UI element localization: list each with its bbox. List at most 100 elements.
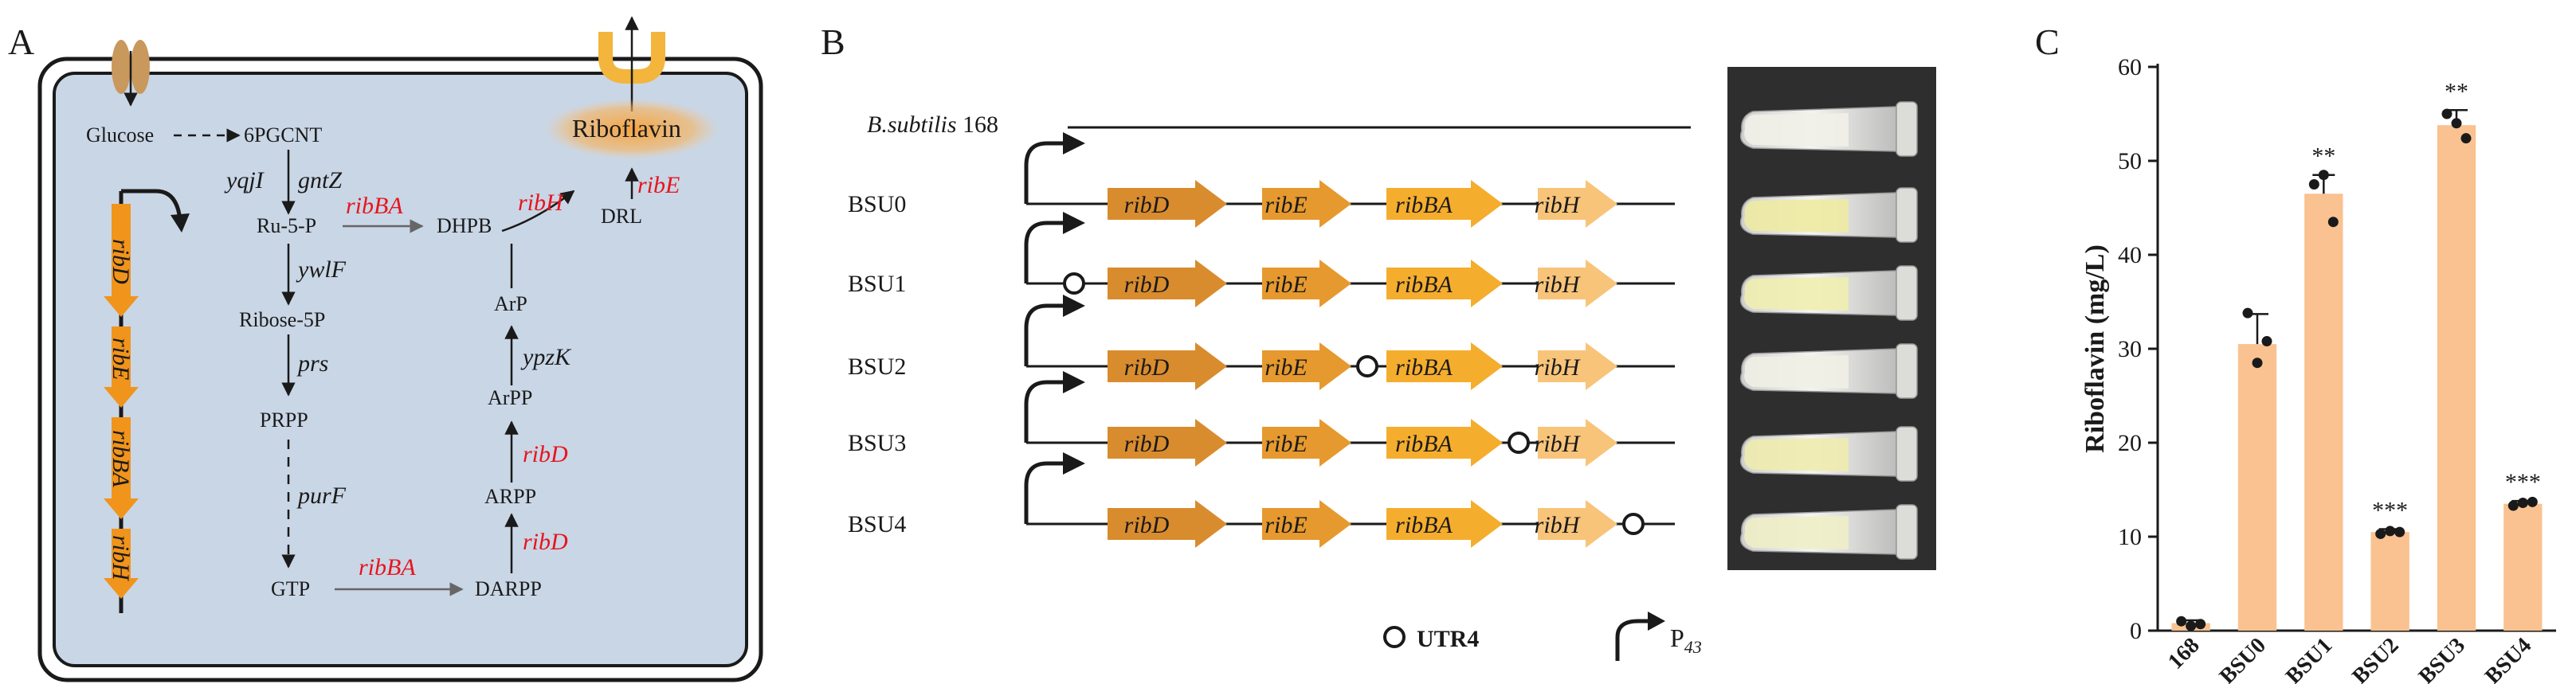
gene-arrow-ribD [1108, 260, 1227, 307]
gene-label-ribE: ribE [1264, 192, 1307, 218]
construct-label: BSU2 [848, 354, 906, 380]
tube-icon [1739, 187, 1918, 243]
y-axis-label: Riboflavin (mg/L) [2080, 244, 2110, 453]
promoter-icon [1024, 141, 1066, 204]
gene-label-ribBA: ribBA [1395, 512, 1453, 538]
data-point [2252, 358, 2263, 369]
utr4-icon [1356, 355, 1378, 377]
gene-label-ribD: ribD [1124, 192, 1170, 218]
svg-text:B.subtilis 168: B.subtilis 168 [867, 111, 998, 138]
gene-arrow-ribD [1108, 419, 1227, 467]
data-point [2517, 498, 2528, 509]
gene-arrow-ribBA [1386, 180, 1503, 228]
utr4-icon [1063, 272, 1085, 295]
y-tick-label: 50 [2118, 148, 2142, 174]
gene-arrow-ribE [1262, 419, 1351, 467]
strain-168-row: B.subtilis 168 [867, 111, 1691, 138]
enzyme-prs: prs [296, 350, 328, 377]
utr4-legend-icon [1383, 626, 1406, 648]
svg-text:P43: P43 [1670, 623, 1702, 657]
metabolite-gtp: GTP [271, 577, 310, 600]
panel-b-label: B [821, 21, 845, 62]
gene-label-ribBA: ribBA [1395, 272, 1453, 298]
gene-arrow-ribBA [1386, 419, 1503, 467]
metabolite-glucose: Glucose [86, 123, 154, 147]
enzyme-ribD-2: ribD [523, 529, 568, 555]
tube-icon [1739, 504, 1918, 560]
gene-arrow-ribD [1108, 342, 1227, 390]
promoter-icon [1024, 380, 1066, 443]
gene-label-ribE: ribE [1264, 272, 1307, 298]
data-point [2318, 170, 2329, 181]
data-point [2375, 528, 2386, 539]
y-tick-label: 0 [2130, 618, 2142, 644]
legend-promoter: P [1670, 623, 1684, 652]
tube-icon [1739, 343, 1918, 399]
gene-label-ribE: ribE [1264, 431, 1307, 457]
utr4-icon [1508, 432, 1530, 454]
gene-label-ribH: ribH [1535, 272, 1582, 298]
construct-label: BSU3 [848, 430, 906, 456]
enzyme-ribH: ribH [518, 190, 565, 216]
significance-marker: ** [2311, 143, 2335, 170]
metabolite-ribose5p: Ribose-5P [239, 308, 325, 331]
metabolite-arpp-upper: ARPP [484, 485, 536, 508]
bar-BSU2 [2370, 532, 2409, 631]
strain-168-species: B.subtilis [867, 111, 957, 138]
y-tick-label: 20 [2118, 430, 2142, 456]
utr4-icon [1622, 513, 1645, 535]
panel-a-label: A [8, 21, 34, 62]
x-tick-label: BSU4 [2480, 633, 2536, 684]
tube-icon [1739, 426, 1918, 482]
enzyme-ribD-1: ribD [523, 441, 568, 467]
y-tick-label: 10 [2118, 524, 2142, 550]
x-tick-label: BSU0 [2215, 633, 2271, 684]
legend-promoter-sub: 43 [1684, 637, 1702, 657]
significance-marker: *** [2372, 498, 2408, 524]
gene-arrow-ribH [1538, 419, 1617, 467]
metabolite-dhpb: DHPB [437, 214, 492, 237]
data-point [2261, 336, 2272, 347]
tube-icon [1739, 101, 1918, 157]
metabolite-drl: DRL [601, 205, 642, 228]
gene-arrow-ribBA [1386, 500, 1503, 548]
data-point [2385, 526, 2396, 537]
cell-diagram [37, 57, 763, 682]
operon-gene-ribBA [104, 417, 139, 519]
construct-label: BSU1 [848, 271, 906, 297]
operon-gene-ribD [104, 204, 139, 317]
enzyme-ribE: ribE [637, 172, 680, 198]
data-point [2507, 500, 2519, 511]
gene-label-ribBA: ribBA [1395, 354, 1453, 381]
tube-icon [1739, 265, 1918, 321]
metabolite-arpp: ArPP [488, 386, 532, 409]
operon-label-ribE: ribE [108, 338, 134, 380]
data-point [2186, 620, 2197, 631]
gene-label-ribD: ribD [1124, 512, 1170, 538]
metabolite-prpp: PRPP [260, 408, 308, 432]
enzyme-ypzK: ypzK [520, 344, 572, 370]
data-point [2441, 108, 2452, 119]
metabolite-ru5p: Ru-5-P [257, 214, 316, 237]
gene-arrow-ribBA [1386, 342, 1503, 390]
operon-label-ribBA: ribBA [108, 430, 134, 487]
enzyme-yqjI: yqjI [224, 167, 265, 193]
data-point [2327, 217, 2339, 228]
gene-arrow-ribH [1538, 342, 1617, 390]
gene-arrow-ribH [1538, 260, 1617, 307]
gene-label-ribE: ribE [1264, 354, 1307, 381]
gene-arrow-ribH [1538, 180, 1617, 228]
y-tick-label: 30 [2118, 336, 2142, 362]
gene-arrow-ribE [1262, 180, 1351, 228]
x-tick-label: BSU1 [2281, 633, 2337, 684]
strain-168-number: 168 [963, 111, 998, 138]
data-point [2242, 307, 2253, 319]
gene-arrow-ribD [1108, 180, 1227, 228]
riboflavin-exporter-icon [598, 16, 665, 111]
